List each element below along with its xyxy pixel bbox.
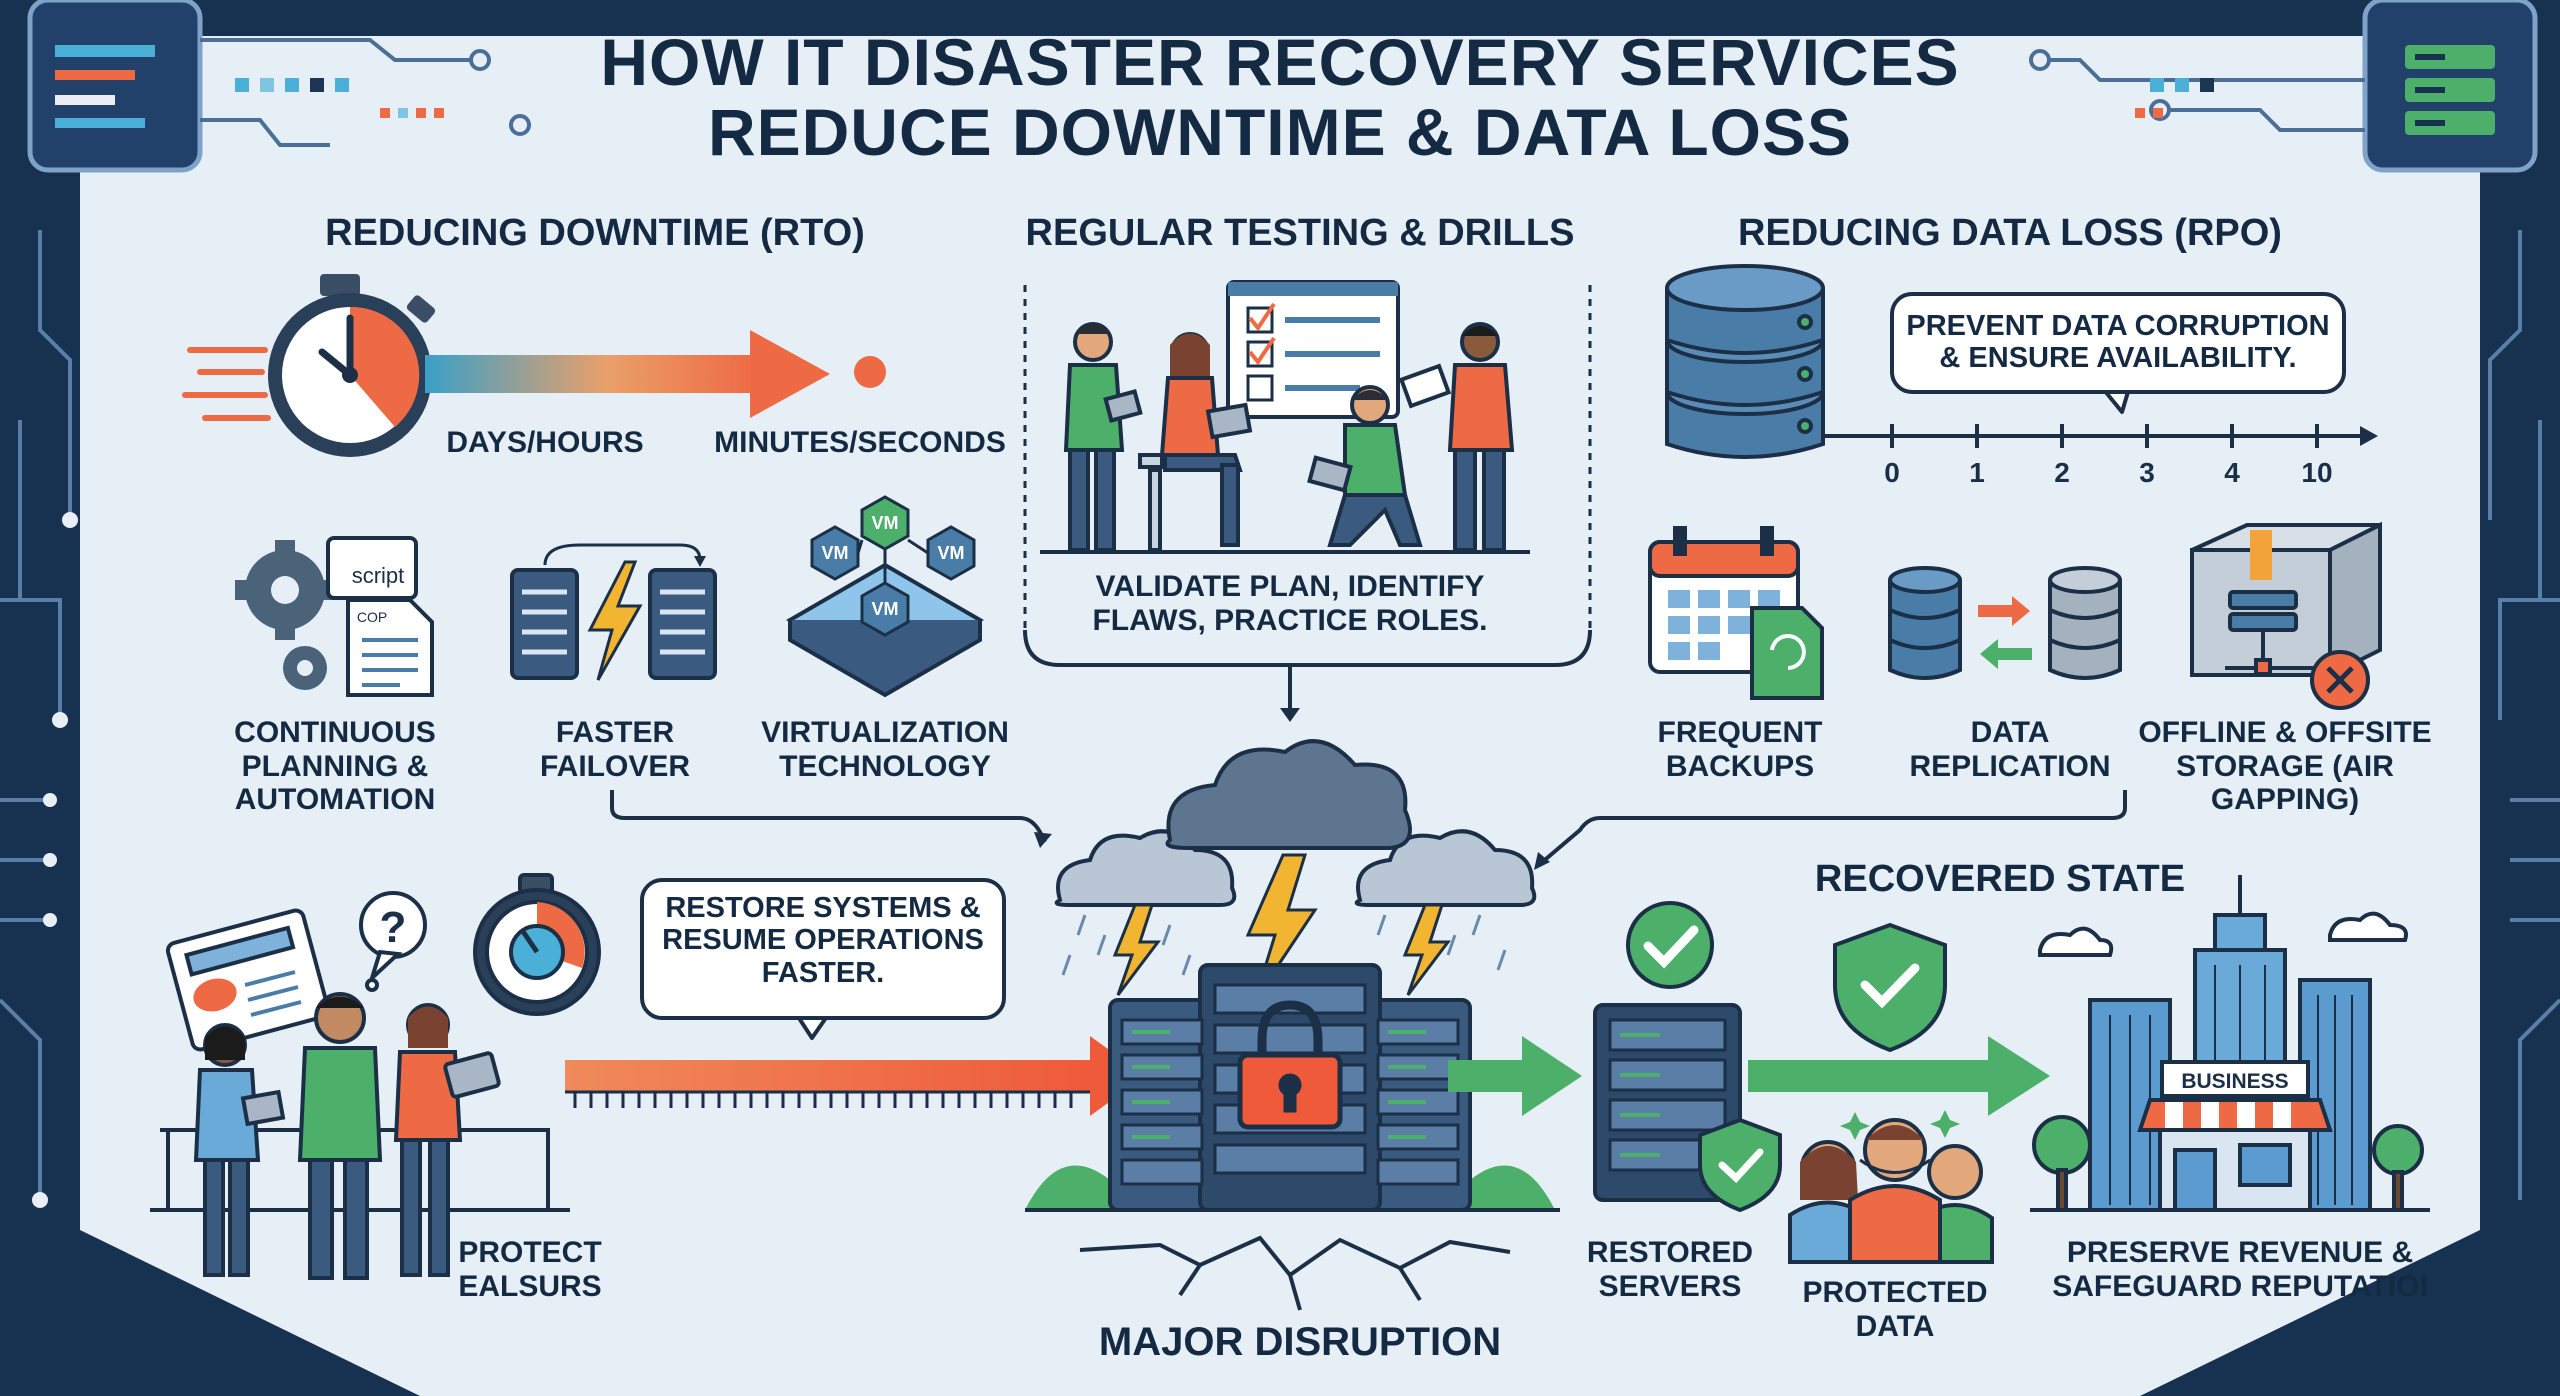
script-tag: script (351, 563, 405, 588)
restored-server-icon (1593, 1003, 1782, 1213)
shield-check-icon (1833, 922, 1947, 1053)
protected-people-icon (1788, 1118, 1994, 1264)
rto-item-planning: CONTINUOUS PLANNING & AUTOMATION (234, 716, 436, 817)
rto-arrow-head (750, 330, 830, 418)
left-circuit-decoration (0, 230, 72, 1200)
preserve-label: PRESERVE REVENUE & SAFEGUARD REPUTATIOI (2052, 1236, 2428, 1303)
disruption-label: MAJOR DISRUPTION (1098, 1320, 1502, 1364)
rpo-tick-label: 2 (2054, 457, 2070, 488)
rpo-tick-label: 0 (1884, 457, 1900, 488)
green-arrow-1-shaft (1448, 1060, 1528, 1092)
business-sign: BUSINESS (2181, 1070, 2288, 1093)
page-title: HOW IT DISASTER RECOVERY SERVICES REDUCE… (460, 25, 2100, 169)
left-circuit-nodes (32, 512, 78, 1208)
recovered-state-label: RECOVERED STATE (1814, 858, 2186, 900)
rto-item-failover: FASTER FAILOVER (539, 716, 690, 783)
rto-to-label: MINUTES/SECONDS (714, 426, 1006, 459)
restore-bubble-text: RESTORE SYSTEMS & RESUME OPERATIONS FAST… (662, 892, 984, 989)
sparkle-icons (1840, 1110, 1960, 1140)
rpo-timeline-ticks: 0 1 2 3 4 10 (1884, 424, 2333, 488)
team-people-icon (150, 992, 570, 1280)
restore-arrow-shaft (565, 1060, 1095, 1092)
top-right-chips (2135, 78, 2214, 118)
right-circuit-decoration (2488, 230, 2560, 1200)
testing-caption: VALIDATE PLAN, IDENTIFY FLAWS, PRACTICE … (1092, 570, 1488, 637)
gear-script-icon (235, 536, 434, 697)
checklist-board-icon (1226, 280, 1400, 419)
arrow-ruler-ticks (573, 1092, 1073, 1108)
green-arrow-2-shaft (1748, 1060, 1993, 1092)
database-replication-icon (1888, 566, 2122, 680)
vm-tag-1: VM (822, 543, 849, 563)
title-line-1: HOW IT DISASTER RECOVERY SERVICES (600, 25, 1960, 99)
rto-connector (610, 790, 1047, 843)
ground-cracks-icon (1079, 1235, 1511, 1311)
title-line-2: REDUCE DOWNTIME & DATA LOSS (707, 94, 1853, 169)
city-skyline-icon (2030, 875, 2430, 1212)
vm-cluster-icon (786, 495, 984, 698)
doc-tag: cop (356, 609, 388, 625)
stopwatch-icon (268, 274, 436, 457)
vm-tag-4: VM (872, 599, 899, 619)
team-monitor-icon: ? (165, 891, 427, 1052)
rto-item-virtualization: VIRTUALIZATION TECHNOLOGY (761, 716, 1009, 783)
server-rack-icon (1108, 963, 1472, 1212)
storm-cloud-icon (1054, 739, 1537, 907)
speed-lines (182, 347, 271, 421)
rpo-tick-label: 10 (2301, 457, 2332, 488)
rpo-item-backups: FREQUENT BACKUPS (1657, 716, 1823, 783)
vm-tag-3: VM (938, 543, 965, 563)
restore-bubble: RESTORE SYSTEMS & RESUME OPERATIONS FAST… (640, 878, 1006, 1020)
rto-target-dot (854, 356, 886, 388)
protect-label: PROTECT EALSURS (458, 1236, 602, 1303)
rpo-tick-label: 1 (1969, 457, 1985, 488)
rpo-bubble: PREVENT DATA CORRUPTION & ENSURE AVAILAB… (1890, 292, 2346, 394)
restored-servers-label: RESTORED SERVERS (1586, 1236, 1754, 1303)
rpo-tick-label: 3 (2139, 457, 2155, 488)
top-left-traces (200, 38, 480, 147)
offsite-box-icon (2190, 521, 2382, 710)
lightning-bolts (1112, 853, 1452, 1001)
padlock-icon (1237, 1000, 1343, 1130)
left-device-panel (27, 0, 203, 173)
vm-tags: VM VM VM VM (822, 513, 965, 619)
section-header-rto: REDUCING DOWNTIME (RTO) (325, 212, 865, 254)
green-arrow-1-head (1522, 1036, 1582, 1116)
rto-from-label: DAYS/HOURS (446, 426, 644, 459)
rain-lines (1061, 914, 1507, 976)
green-arrow-2-head (1988, 1036, 2050, 1116)
section-header-testing: REGULAR TESTING & DRILLS (1025, 212, 1575, 254)
rpo-item-offsite: OFFLINE & OFFSITE STORAGE (AIR GAPPING) (2138, 716, 2432, 817)
check-circle-icon (1626, 901, 1714, 989)
vm-tag-2: VM (872, 513, 899, 533)
rpo-bubble-text: PREVENT DATA CORRUPTION & ENSURE AVAILAB… (1906, 310, 2330, 375)
testing-bracket (1023, 629, 1592, 667)
right-server-icon (2405, 45, 2495, 135)
database-icon (1665, 264, 1825, 459)
rpo-connector (1538, 790, 2127, 866)
svg-text:?: ? (380, 903, 407, 952)
top-left-chips (235, 78, 444, 118)
failover-servers-icon (510, 543, 717, 681)
rpo-tick-label: 4 (2224, 457, 2240, 488)
small-stopwatch-icon (473, 873, 601, 1016)
rpo-item-replication: DATA REPLICATION (1909, 716, 2111, 783)
protected-data-label: PROTECTED DATA (1802, 1276, 1988, 1343)
rto-arrow-shaft (425, 355, 755, 393)
section-header-rpo: REDUCING DATA LOSS (RPO) (1738, 212, 2282, 254)
calendar-backup-icon (1648, 526, 1824, 700)
top-right-traces (2040, 58, 2365, 132)
